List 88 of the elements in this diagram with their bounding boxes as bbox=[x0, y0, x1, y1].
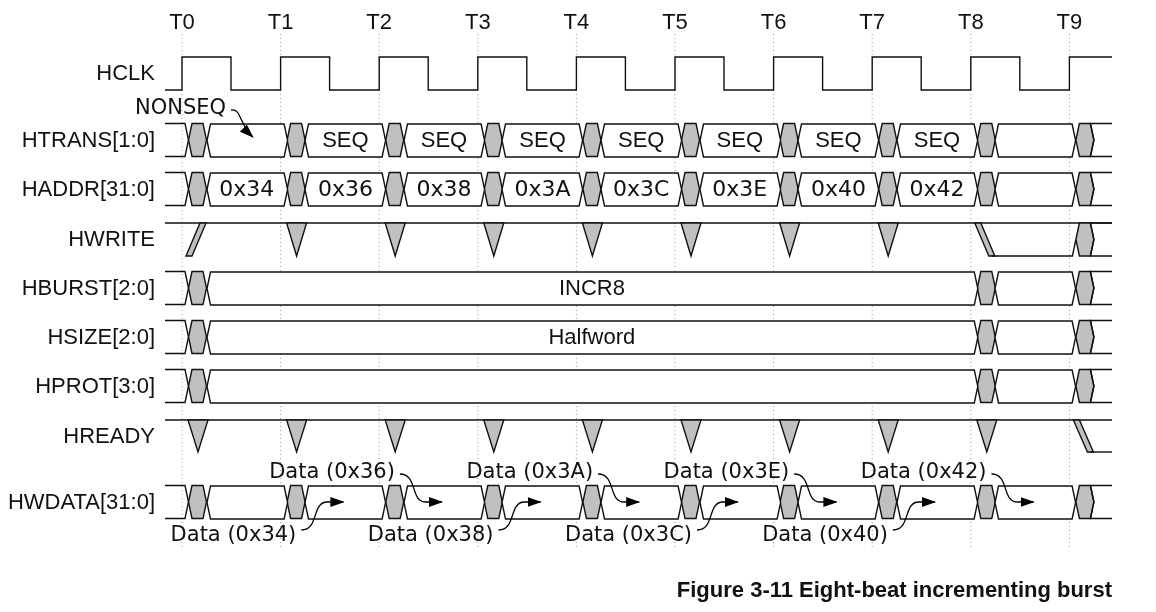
time-marker-label: T6 bbox=[760, 9, 787, 35]
time-marker-label: T5 bbox=[662, 9, 688, 35]
callout-label: Data (0x36) bbox=[269, 458, 395, 484]
time-marker-label: T3 bbox=[464, 9, 491, 35]
leader-line bbox=[230, 109, 254, 138]
callout-label: Data (0x3A) bbox=[466, 458, 594, 484]
bus-segment bbox=[502, 123, 583, 157]
bus-value: 0x3E bbox=[712, 176, 768, 202]
time-marker-label: T9 bbox=[1056, 9, 1083, 35]
leader-line bbox=[399, 473, 443, 507]
bus-value: INCR8 bbox=[558, 275, 625, 301]
bus-segment bbox=[206, 172, 288, 206]
signal-name: HWRITE bbox=[68, 226, 155, 252]
signal-name: HWDATA[31:0] bbox=[7, 489, 155, 515]
callout-label: Data (0x34) bbox=[170, 521, 297, 547]
bus-value: SEQ bbox=[617, 127, 665, 153]
leader-line bbox=[892, 497, 936, 531]
bus-segment bbox=[600, 123, 682, 157]
bus-segment bbox=[600, 485, 682, 519]
callout-label: Data (0x3E) bbox=[663, 458, 790, 484]
leader-line bbox=[696, 497, 739, 531]
bus-segment bbox=[699, 485, 781, 519]
bus-segment bbox=[995, 123, 1076, 157]
bus-value: SEQ bbox=[519, 127, 566, 153]
bus-value: 0x38 bbox=[416, 176, 472, 202]
bus-segment bbox=[403, 172, 485, 206]
bus-value: SEQ bbox=[913, 127, 961, 153]
bus-value: 0x3C bbox=[613, 176, 670, 202]
callout-label: NONSEQ bbox=[135, 94, 227, 120]
leader-line bbox=[597, 473, 641, 507]
bus-segment bbox=[206, 271, 978, 305]
bus-value: 0x42 bbox=[909, 176, 965, 202]
bus-segment bbox=[206, 123, 288, 157]
bus-value: Halfword bbox=[548, 324, 636, 350]
leader-line bbox=[300, 497, 345, 531]
signal-name: HBURST[2:0] bbox=[21, 275, 155, 301]
bus-value: SEQ bbox=[322, 127, 369, 153]
bus-segment bbox=[995, 485, 1076, 519]
time-marker-label: T0 bbox=[169, 9, 195, 35]
signal-name: HPROT[3:0] bbox=[35, 373, 155, 399]
bus-segment bbox=[699, 123, 781, 157]
bus-segment bbox=[896, 123, 978, 157]
leader-line bbox=[793, 473, 838, 507]
bus-segment bbox=[798, 485, 879, 519]
bus-segment bbox=[896, 485, 978, 519]
signal-name: HADDR[31:0] bbox=[21, 176, 155, 202]
callout-label: Data (0x38) bbox=[367, 521, 494, 547]
leader-line bbox=[497, 497, 542, 531]
leader-line bbox=[990, 473, 1035, 507]
bus-value: 0x3A bbox=[514, 176, 571, 202]
bus-segment bbox=[699, 172, 781, 206]
bus-segment bbox=[995, 320, 1076, 354]
bus-value: SEQ bbox=[815, 127, 862, 153]
signal-name: HTRANS[1:0] bbox=[21, 127, 155, 153]
time-marker-label: T7 bbox=[859, 9, 886, 35]
bus-segment bbox=[600, 172, 682, 206]
time-marker-label: T4 bbox=[563, 9, 590, 35]
bus-segment bbox=[206, 320, 978, 354]
bus-segment bbox=[206, 485, 288, 519]
bus-value: SEQ bbox=[420, 127, 468, 153]
bus-segment bbox=[403, 123, 485, 157]
bus-segment bbox=[798, 123, 879, 157]
signal-name: HSIZE[2:0] bbox=[47, 324, 155, 350]
bus-segment bbox=[502, 172, 583, 206]
time-marker-label: T8 bbox=[957, 9, 984, 35]
bus-segment bbox=[502, 485, 583, 519]
bus-segment bbox=[995, 369, 1076, 403]
bus-segment bbox=[305, 485, 386, 519]
figure-caption: Figure 3-11 Eight-beat incrementing burst bbox=[676, 577, 1112, 603]
bus-segment bbox=[206, 369, 978, 403]
bus-value: 0x40 bbox=[810, 176, 866, 202]
bus-value: SEQ bbox=[716, 127, 764, 153]
bus-segment bbox=[995, 172, 1076, 206]
time-marker-label: T2 bbox=[366, 9, 393, 35]
bus-segment bbox=[305, 123, 386, 157]
time-marker-label: T1 bbox=[267, 9, 294, 35]
callout-label: Data (0x3C) bbox=[565, 521, 692, 547]
signal-name: HCLK bbox=[96, 60, 155, 86]
callout-label: Data (0x42) bbox=[860, 458, 987, 484]
bus-segment bbox=[798, 172, 879, 206]
bus-value: 0x34 bbox=[219, 176, 275, 202]
bus-segment bbox=[403, 485, 485, 519]
bus-segment bbox=[995, 271, 1076, 305]
bus-value: 0x36 bbox=[317, 176, 373, 202]
bus-segment bbox=[896, 172, 978, 206]
callout-label: Data (0x40) bbox=[762, 521, 888, 547]
bus-segment bbox=[305, 172, 386, 206]
signal-name: HREADY bbox=[63, 423, 155, 449]
